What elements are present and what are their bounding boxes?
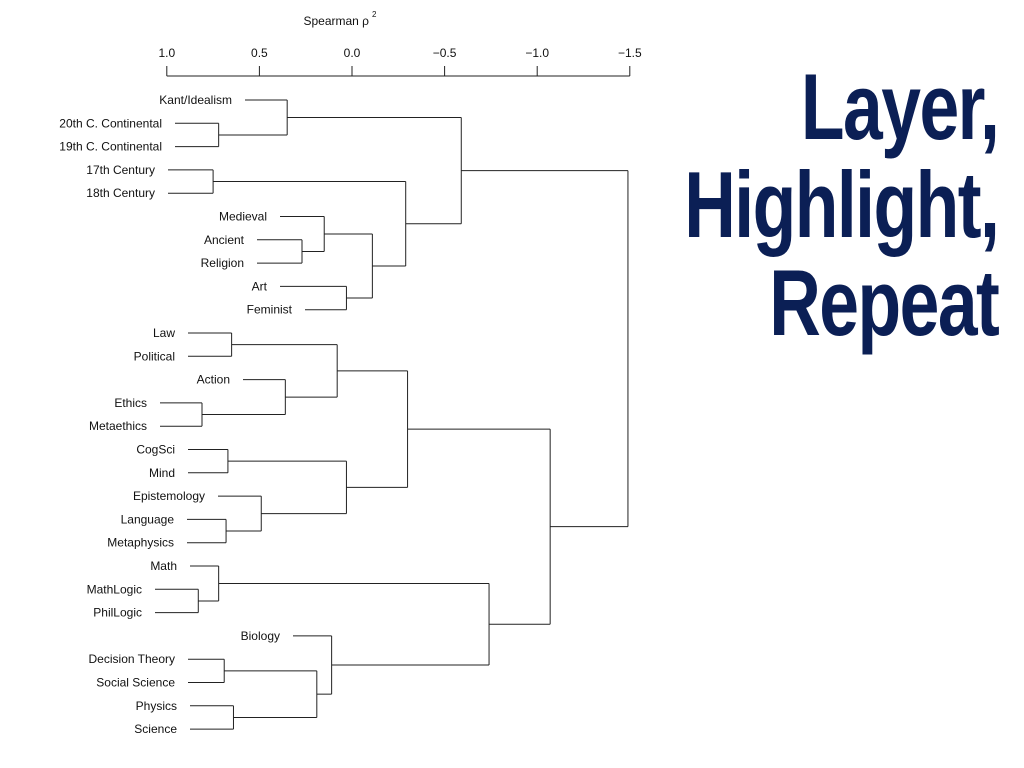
- leaf-label: Biology: [241, 629, 280, 643]
- leaf-label: 18th Century: [86, 186, 155, 200]
- leaf-label: 19th C. Continental: [59, 140, 162, 154]
- leaf-label: Kant/Idealism: [159, 93, 232, 107]
- title-line-2: Highlight,: [683, 152, 1000, 257]
- axis-tick-label: 1.0: [158, 46, 175, 60]
- leaf-label: Mind: [149, 466, 175, 480]
- axis-tick-label: −1.0: [525, 46, 549, 60]
- leaf-label: Art: [252, 279, 268, 293]
- leaf-label: Metaphysics: [107, 536, 174, 550]
- title-line-1: Layer,: [800, 54, 1000, 159]
- slide-title: Layer, Highlight, Repeat: [585, 54, 1000, 355]
- leaf-label: Ethics: [114, 396, 147, 410]
- leaf-label: Religion: [201, 256, 244, 270]
- leaf-label: Action: [197, 373, 230, 387]
- leaf-label: Law: [153, 326, 175, 340]
- leaf-label: CogSci: [136, 443, 175, 457]
- axis-tick-label: −0.5: [433, 46, 457, 60]
- leaf-label: PhilLogic: [93, 606, 142, 620]
- leaf-label: Language: [121, 512, 175, 526]
- axis-title: Spearman ρ: [303, 14, 369, 28]
- leaf-label: Physics: [136, 699, 177, 713]
- leaf-label: Feminist: [247, 303, 293, 317]
- leaf-label: Political: [134, 349, 175, 363]
- leaf-label: Medieval: [219, 210, 267, 224]
- leaf-label: Metaethics: [89, 419, 147, 433]
- title-line-3: Repeat: [768, 250, 1000, 355]
- axis-tick-label: 0.5: [251, 46, 268, 60]
- leaf-label: Science: [134, 722, 177, 736]
- leaf-label: Epistemology: [133, 489, 205, 503]
- axis-tick-label: −1.5: [618, 46, 642, 60]
- leaf-label: Ancient: [204, 233, 245, 247]
- leaf-label: Math: [150, 559, 177, 573]
- axis-title-superscript: 2: [372, 10, 377, 19]
- leaf-label: Decision Theory: [89, 652, 175, 666]
- leaf-label: 20th C. Continental: [59, 116, 162, 130]
- axis-tick-label: 0.0: [344, 46, 361, 60]
- leaf-label: MathLogic: [87, 582, 142, 596]
- leaf-label: Social Science: [96, 676, 175, 690]
- leaf-label: 17th Century: [86, 163, 155, 177]
